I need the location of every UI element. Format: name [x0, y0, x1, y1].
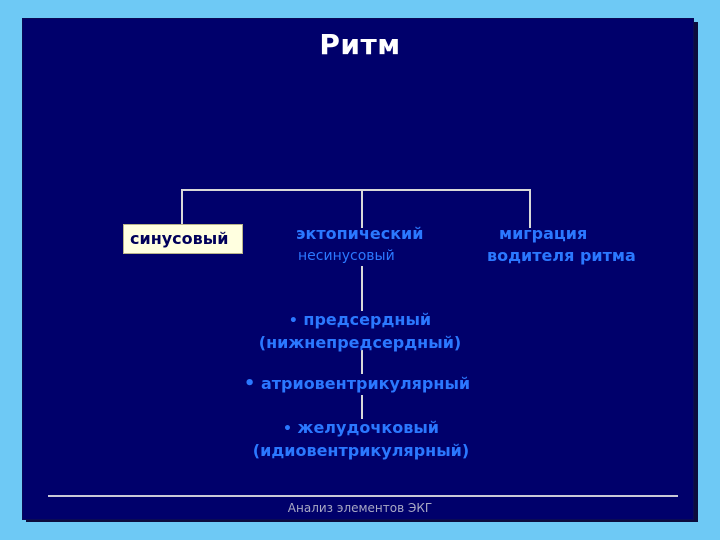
migration-label-line1: миграция	[499, 224, 588, 243]
connector-sinus-drop	[181, 189, 183, 225]
ventricular-item: • желудочковый (идиовентрикулярный)	[0, 417, 720, 461]
atrial-item-sublabel: (нижнепредсердный)	[258, 333, 462, 352]
connector-top-horizontal	[181, 189, 531, 191]
connector-migration-drop	[529, 189, 531, 228]
ectopic-rhythm-label: эктопический	[296, 224, 424, 243]
footer-text: Анализ элементов ЭКГ	[287, 501, 433, 515]
atrial-item-label: предсердный	[303, 310, 432, 329]
migration-label-line2: водителя ритма	[487, 246, 636, 265]
ventricular-item-label: желудочковый	[297, 418, 439, 437]
non-sinus-sublabel: несинусовый	[298, 248, 395, 264]
bullet-icon: •	[282, 421, 292, 437]
slide-background	[22, 18, 694, 520]
connector-ectopic-to-atrial	[361, 266, 363, 311]
connector-av-to-ventricular	[361, 395, 363, 419]
bullet-icon: •	[288, 313, 298, 329]
sinus-rhythm-box: синусовый	[123, 224, 243, 254]
connector-ectopic-drop	[361, 189, 363, 228]
footer-divider	[48, 495, 678, 497]
av-item-label: атриовентрикулярный	[260, 374, 471, 393]
ventricular-item-sublabel: (идиовентрикулярный)	[252, 441, 470, 460]
av-item: • атриовентрикулярный	[0, 373, 714, 394]
connector-atrial-to-av	[361, 350, 363, 374]
atrial-item: • предсердный (нижнепредсердный)	[0, 309, 720, 353]
slide-title: Ритм	[319, 28, 401, 61]
bullet-icon: •	[243, 373, 256, 394]
